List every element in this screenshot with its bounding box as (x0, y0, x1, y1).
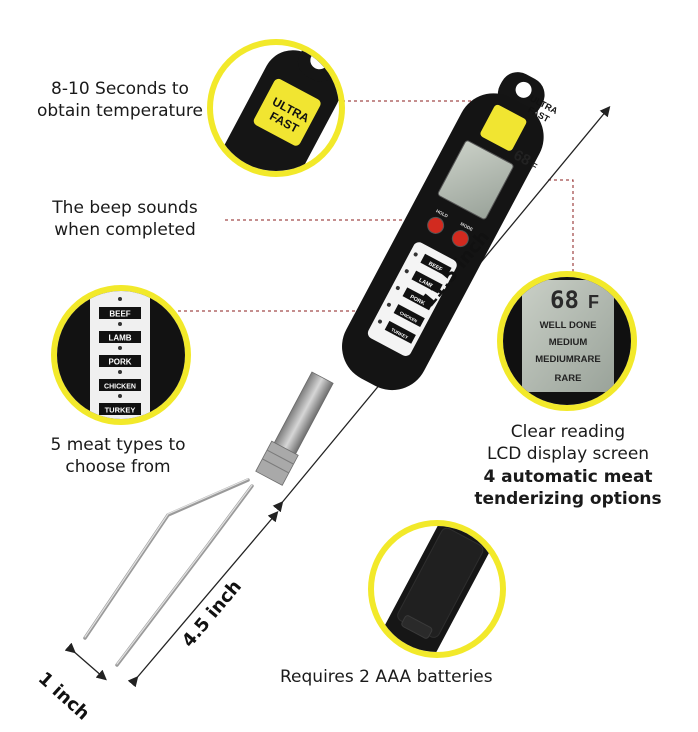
detail-lcd-temp: 68 (550, 286, 579, 314)
caption-meat: 5 meat types to choose from (28, 434, 208, 478)
caption-speed-line1: 8-10 Seconds to (51, 79, 189, 99)
mode-button[interactable] (450, 228, 472, 250)
detail-meat-2: PORK (108, 358, 131, 367)
steel-shaft (255, 371, 334, 486)
lcd-temp: 68 (511, 147, 534, 170)
caption-battery: Requires 2 AAA batteries (280, 667, 493, 687)
detail-battery (368, 520, 506, 658)
caption-tender-line2: tenderizing options (474, 489, 662, 509)
caption-beep-line2: when completed (54, 220, 196, 240)
caption-beep-line1: The beep sounds (52, 198, 198, 218)
caption-lcd-line2: LCD display screen (486, 444, 650, 464)
hold-label: HOLD (435, 208, 449, 219)
hold-button[interactable] (425, 215, 447, 237)
thermometer-body (342, 72, 545, 391)
detail-lcd-level-2: MEDIUMRARE (535, 354, 600, 365)
detail-meat-3: CHICKEN (104, 384, 136, 391)
caption-lcd: Clear reading LCD display screen (458, 421, 678, 465)
caption-beep: The beep sounds when completed (35, 197, 215, 241)
caption-lcd-line1: Clear reading (510, 422, 626, 442)
detail-meat-0: BEEF (109, 310, 130, 319)
caption-tender-line1: 4 automatic meat (483, 467, 653, 487)
caption-tender: 4 automatic meat tenderizing options (438, 466, 698, 510)
detail-lcd-unit: F (588, 292, 599, 312)
detail-meat-types (51, 285, 191, 425)
detail-lcd-level-1: MEDIUM (549, 337, 588, 348)
detail-ultra-fast (207, 39, 345, 177)
detail-meat-4: TURKEY (105, 406, 136, 415)
caption-speed: 8-10 Seconds to obtain temperature (30, 78, 210, 122)
detail-lcd (497, 271, 637, 411)
width-arrow (64, 642, 107, 681)
caption-speed-line2: obtain temperature (36, 101, 204, 121)
detail-meat-1: LAMB (108, 334, 131, 343)
caption-meat-line2: choose from (65, 457, 171, 477)
detail-lcd-level-3: RARE (555, 373, 582, 384)
lcd-unit: F (529, 160, 539, 172)
mode-label: MODE (460, 221, 474, 232)
caption-meat-line1: 5 meat types to (50, 435, 186, 455)
fork-arrow (127, 511, 279, 688)
lcd-screen (437, 140, 514, 220)
detail-lcd-level-0: WELL DONE (540, 320, 597, 331)
ultra-fast-badge (480, 104, 527, 151)
